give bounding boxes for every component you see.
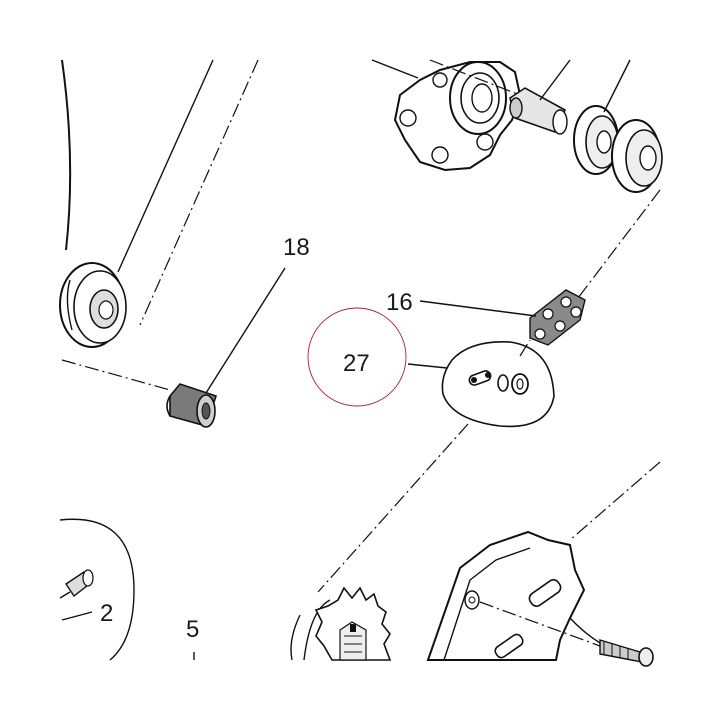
leader-16 (419, 300, 537, 317)
axis-line-chain (577, 189, 661, 299)
master-link-detail-ellipse (441, 339, 555, 428)
leader-sleeve (539, 59, 571, 101)
bearing-top-2 (611, 119, 663, 193)
chain-link-part-16 (529, 289, 586, 346)
axis-line-spacer (61, 359, 171, 391)
sprocket-carrier (393, 61, 522, 172)
highlight-circle-27 (307, 307, 407, 407)
leader-2 (61, 611, 93, 621)
callout-label-18: 18 (283, 234, 310, 261)
axis-line-sprocket (317, 423, 469, 593)
axis-line-top (429, 59, 521, 96)
callout-label-2: 2 (100, 600, 113, 627)
leader-carrier (371, 59, 419, 79)
callout-label-5: 5 (186, 616, 199, 643)
wheel-rim-arc (61, 59, 72, 251)
front-sprocket (290, 586, 392, 661)
leader-18 (205, 267, 286, 394)
callout-label-16: 16 (386, 289, 413, 316)
leader-bearing-1 (603, 59, 631, 113)
bearing-left (59, 262, 127, 348)
callout-label-27: 27 (343, 350, 370, 377)
bearing-top-1 (573, 105, 619, 175)
leader-27 (407, 363, 448, 369)
shaft-sleeve (509, 87, 568, 135)
axis-line-guard (569, 461, 661, 541)
screw-bolt (479, 601, 654, 667)
detail-circle-2 (59, 518, 135, 661)
chain-guard-cover (426, 530, 641, 661)
master-link-part-27 (468, 370, 529, 395)
spacer-part-18 (166, 383, 218, 428)
swingarm-arm (117, 59, 259, 326)
